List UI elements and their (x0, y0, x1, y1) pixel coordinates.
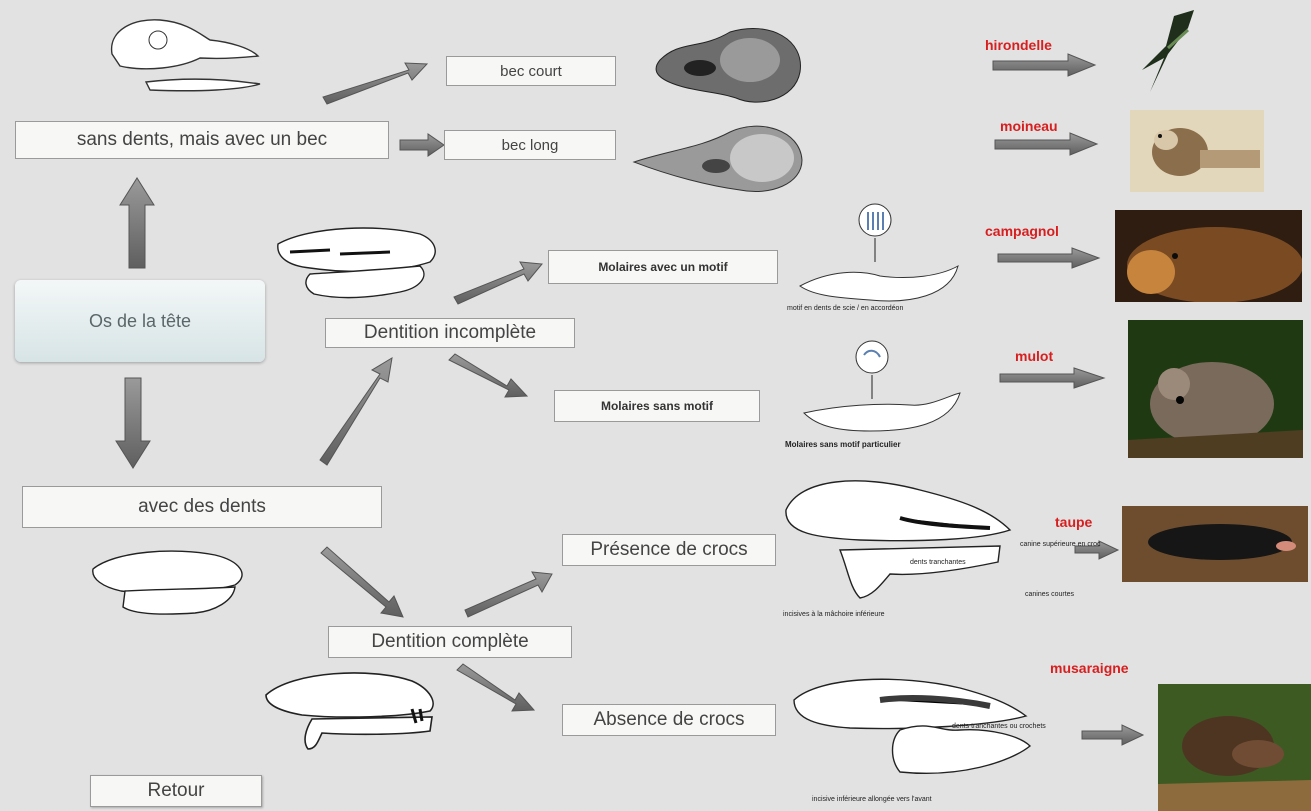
arrow-to-campagnol (998, 248, 1099, 268)
box-molaires-sans-motif: Molaires sans motif (554, 390, 760, 422)
box-dentition-incomplete: Dentition incomplète (325, 318, 575, 348)
arrow-to-moineau (995, 133, 1097, 155)
arrow-to-dentition-incomplete (320, 358, 392, 465)
box-sans-dents: sans dents, mais avec un bec (15, 121, 389, 159)
arrow-to-musaraigne (1082, 725, 1143, 745)
box-bec-long: bec long (444, 130, 616, 160)
arrow-to-crocs-absent (457, 664, 534, 711)
shrew-photo (1158, 684, 1311, 811)
complete-dentition-skull-drawing (85, 545, 255, 620)
mole-skull-drawing (780, 470, 1020, 620)
arrow-to-bec-court (323, 63, 427, 104)
label-mulot: mulot (1015, 348, 1053, 364)
short-beak-skull-drawing (640, 20, 810, 110)
caption-vole-molar: motif en dents de scie / en accordéon (787, 304, 903, 313)
caption-shrew-upper: dents tranchantes ou crochets (952, 722, 1046, 731)
arrow-to-molaires-motif (454, 262, 542, 304)
rodent-skull-drawing (270, 222, 450, 302)
label-musaraigne: musaraigne (1050, 660, 1129, 676)
sparrow-photo (1130, 110, 1264, 192)
arrow-to-bec-long (400, 134, 444, 156)
shrew-skull-drawing (790, 670, 1040, 800)
arrow-to-hirondelle (993, 54, 1095, 76)
vole-molar-drawing (790, 200, 960, 310)
box-bec-court: bec court (446, 56, 616, 86)
caption-shrew-lower: incisive inférieure allongée vers l'avan… (812, 795, 932, 804)
caption-mole-canine: canine supérieure en croc (1020, 540, 1101, 549)
root-box-os-de-la-tete: Os de la tête (15, 280, 265, 362)
box-dentition-complete: Dentition complète (328, 626, 572, 658)
box-avec-des-dents: avec des dents (22, 486, 382, 528)
label-taupe: taupe (1055, 514, 1092, 530)
mouse-molar-drawing (800, 335, 970, 435)
arrow-to-dentition-complete (321, 547, 403, 617)
caption-mole-lower-canine: canines courtes (1025, 590, 1074, 599)
caption-mole-teeth: dents tranchantes (910, 558, 966, 567)
arrow-to-crocs-present (465, 572, 552, 617)
field-mouse-photo (1128, 320, 1303, 458)
vole-photo (1115, 210, 1302, 302)
label-hirondelle: hirondelle (985, 37, 1052, 53)
box-presence-crocs: Présence de crocs (562, 534, 776, 566)
label-moineau: moineau (1000, 118, 1058, 134)
skull-with-fangs-drawing (262, 665, 442, 755)
arrow-to-mulot (1000, 368, 1104, 388)
arrow-up (120, 178, 154, 268)
swallow-photo (1138, 8, 1208, 100)
arrow-down (116, 378, 150, 468)
bird-skull-top-drawing (100, 12, 270, 104)
back-button[interactable]: Retour (90, 775, 262, 807)
label-campagnol: campagnol (985, 223, 1059, 239)
arrow-to-molaires-sans-motif (449, 354, 527, 397)
box-absence-crocs: Absence de crocs (562, 704, 776, 736)
box-molaires-motif: Molaires avec un motif (548, 250, 778, 284)
caption-mouse-molar: Molaires sans motif particulier (785, 440, 901, 449)
caption-mole-incisors: incisives à la mâchoire inférieure (783, 610, 885, 619)
mole-photo (1122, 506, 1308, 582)
long-beak-skull-drawing (630, 110, 810, 200)
